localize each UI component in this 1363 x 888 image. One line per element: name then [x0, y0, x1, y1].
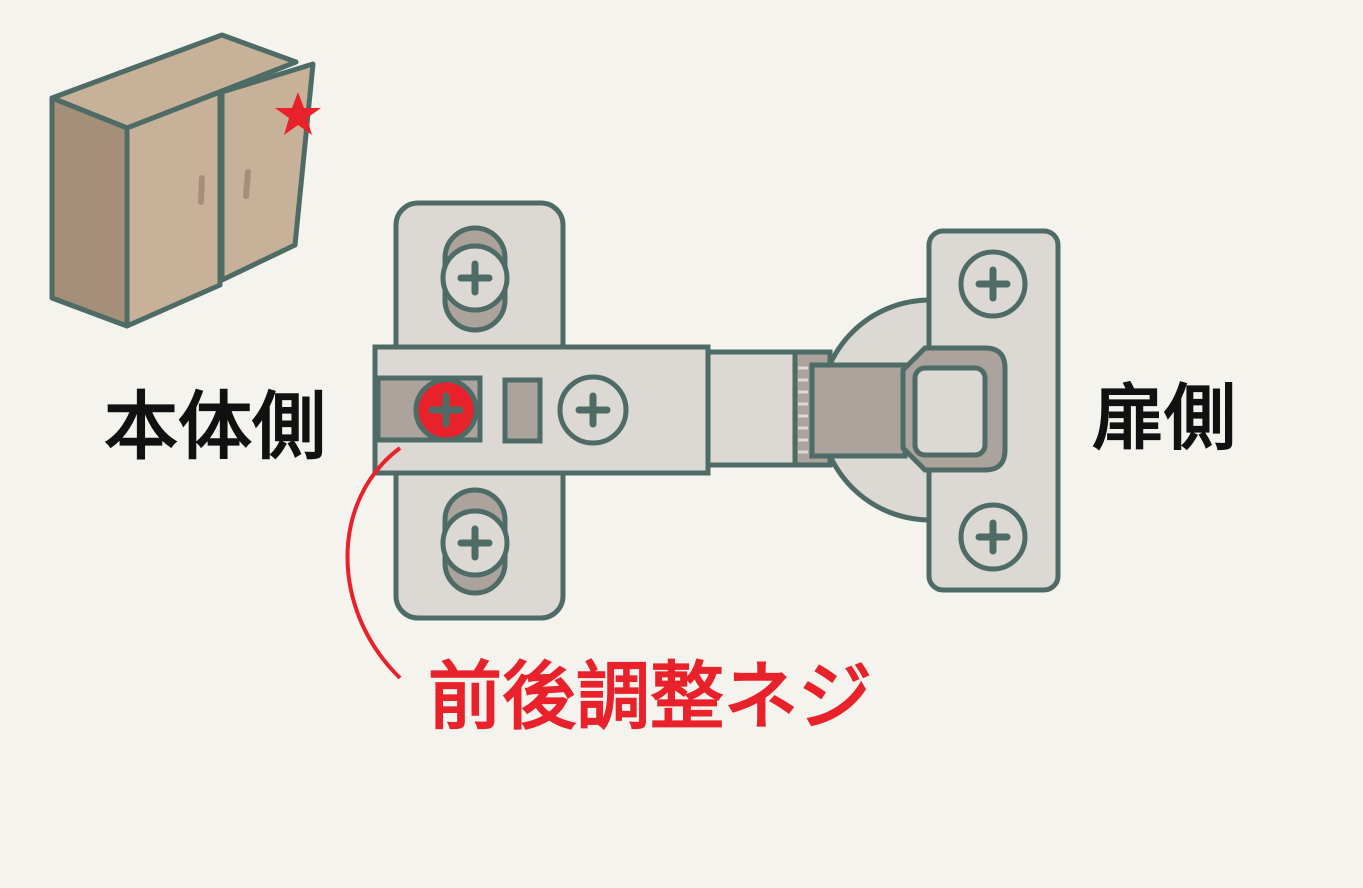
mounting-screw-icon — [958, 249, 1028, 319]
door-side-plate — [900, 228, 1061, 593]
callout-line — [345, 446, 402, 680]
depth-adjust-screw-icon — [413, 377, 479, 443]
door-side-label: 扉側 — [1092, 376, 1236, 460]
adjust-screw-label: 前後調整ネジ — [428, 654, 872, 740]
hinge-teeth — [798, 366, 808, 454]
mounting-screw-icon — [440, 508, 510, 578]
side-adjust-screw-icon — [557, 374, 629, 446]
body-side-label: 本体側 — [104, 384, 326, 470]
star-icon — [275, 92, 321, 135]
hinge-arm — [705, 297, 933, 523]
mounting-screw-icon — [440, 243, 510, 313]
mounting-screw-icon — [958, 502, 1028, 572]
